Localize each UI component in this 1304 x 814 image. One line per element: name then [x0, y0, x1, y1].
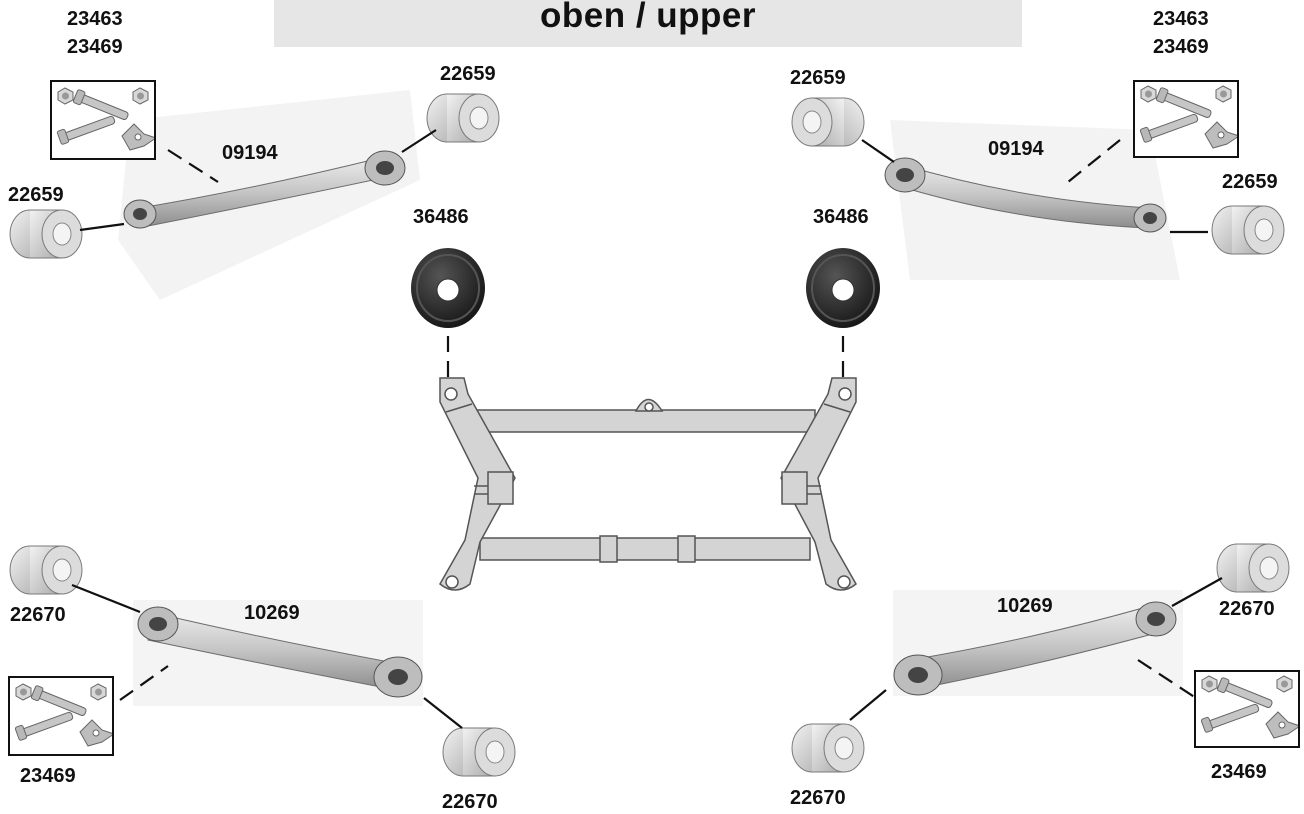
part-label: 22659: [440, 63, 496, 85]
hardware-kit-lower-right: [1194, 670, 1301, 748]
rear-subframe: [439, 377, 857, 591]
part-label: 22659: [1222, 171, 1278, 193]
bolt-kit-icon: [1200, 675, 1301, 739]
part-label: 36486: [813, 206, 869, 228]
part-label: 22670: [10, 604, 66, 626]
title-banner: oben / upper: [274, 0, 1022, 47]
part-label: 23463: [1153, 8, 1209, 30]
part-label: 09194: [988, 138, 1044, 160]
lower-right-control-arm: [893, 601, 1177, 696]
hardware-kit-upper-left: [50, 80, 157, 160]
mount-right: [805, 247, 881, 329]
leader-lines: [71, 129, 1223, 729]
part-label: 22670: [790, 787, 846, 809]
part-label: 23469: [1211, 761, 1267, 783]
upper-left-control-arm: [123, 150, 406, 229]
part-label: 10269: [997, 595, 1053, 617]
upper-right-control-arm: [884, 157, 1167, 233]
bushing-lower-left-top: [9, 545, 83, 595]
part-label: 22659: [8, 184, 64, 206]
page-title: oben / upper: [540, 0, 756, 35]
bushing-lower-left-bottom: [442, 727, 516, 777]
part-label: 22670: [1219, 598, 1275, 620]
part-label: 09194: [222, 142, 278, 164]
part-label: 23469: [20, 765, 76, 787]
bushing-upper-right-top: [791, 97, 865, 147]
part-label: 23463: [67, 8, 123, 30]
mount-left: [410, 247, 486, 329]
part-label: 23469: [1153, 36, 1209, 58]
bushing-lower-right-top: [1216, 543, 1290, 593]
bolt-kit-icon: [14, 683, 115, 747]
bushing-upper-right-side: [1211, 205, 1285, 255]
part-label: 22659: [790, 67, 846, 89]
part-label: 10269: [244, 602, 300, 624]
bushing-lower-right-bottom: [791, 723, 865, 773]
bushing-upper-left-side: [9, 209, 83, 259]
hardware-kit-upper-right: [1133, 80, 1240, 158]
bushing-upper-left-top: [426, 93, 500, 143]
part-label: 36486: [413, 206, 469, 228]
bolt-kit-icon: [56, 87, 157, 151]
part-label: 22670: [442, 791, 498, 813]
hardware-kit-lower-left: [8, 676, 115, 756]
lower-left-control-arm: [137, 606, 423, 698]
bolt-kit-icon: [1139, 85, 1240, 149]
part-label: 23469: [67, 36, 123, 58]
